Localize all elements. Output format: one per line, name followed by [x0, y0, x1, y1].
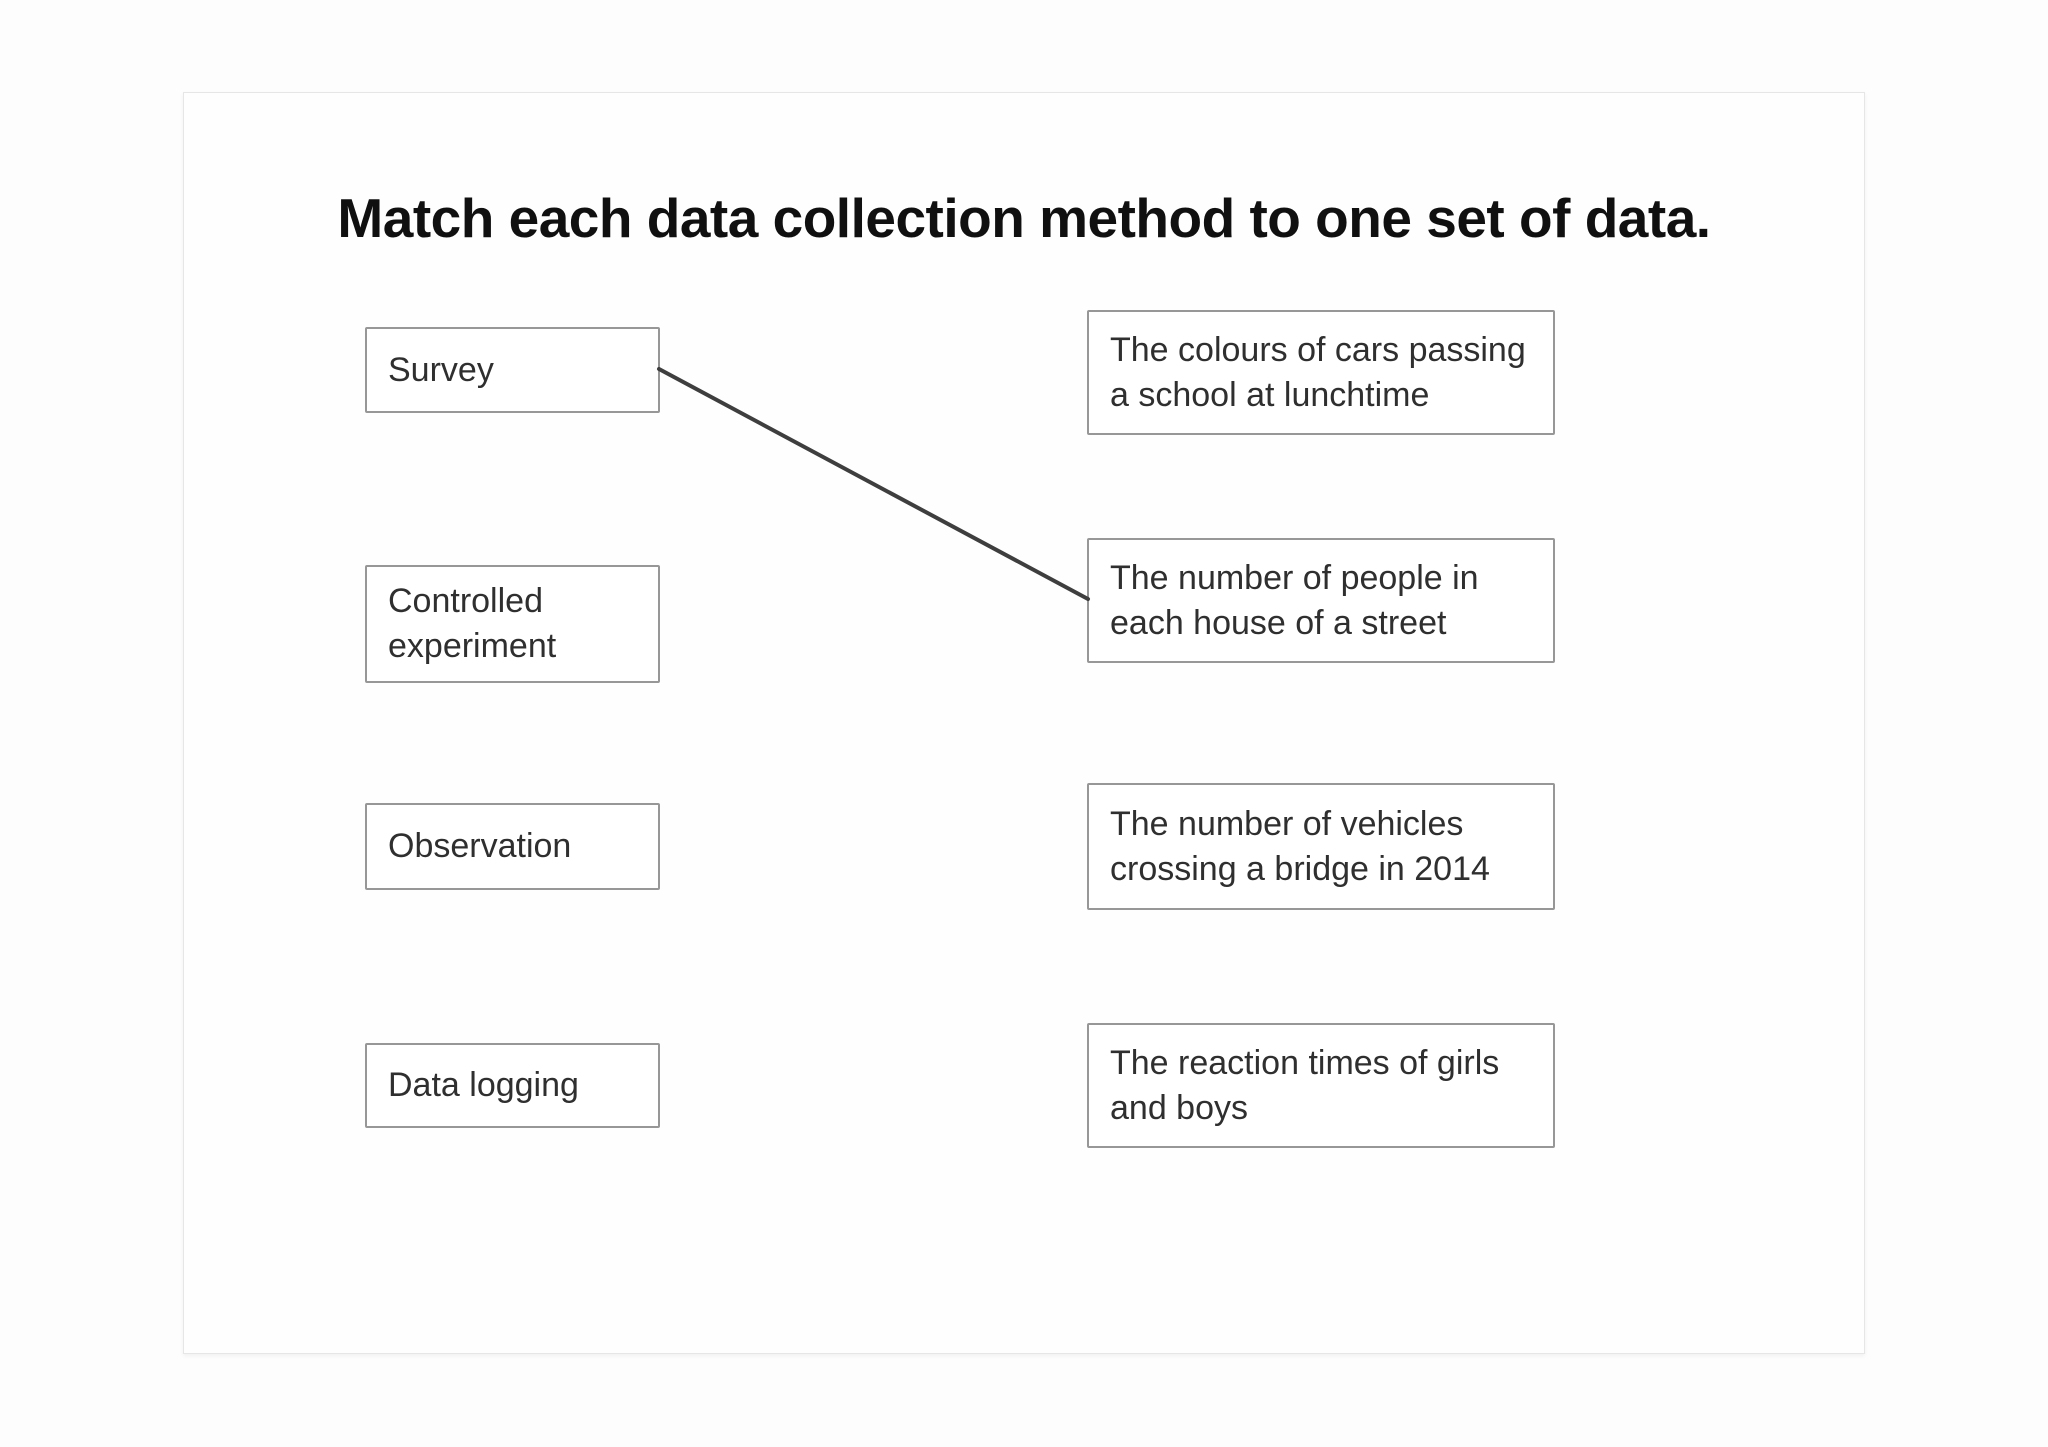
method-box-data-logging-label: Data logging — [388, 1066, 579, 1104]
dataset-box-reaction-times[interactable]: The reaction times of girls and boys — [1087, 1023, 1555, 1148]
method-box-controlled-experiment-label: Controlled experiment — [388, 582, 557, 665]
dataset-box-people-per-house[interactable]: The number of people in each house of a … — [1087, 538, 1555, 663]
method-box-controlled-experiment[interactable]: Controlled experiment — [365, 565, 660, 683]
connection-line-survey-to-people-per-house[interactable] — [657, 367, 1090, 601]
dataset-box-reaction-times-label: The reaction times of girls and boys — [1110, 1043, 1500, 1127]
dataset-box-people-per-house-label: The number of people in each house of a … — [1110, 558, 1479, 642]
method-box-survey-label: Survey — [388, 350, 494, 389]
dataset-box-vehicles-bridge[interactable]: The number of vehicles crossing a bridge… — [1087, 783, 1555, 910]
matching-panel — [183, 92, 1865, 1354]
method-box-observation-label: Observation — [388, 827, 572, 865]
dataset-box-vehicles-bridge-label: The number of vehicles crossing a bridge… — [1110, 804, 1490, 888]
method-box-survey[interactable]: Survey — [365, 327, 660, 413]
dataset-box-cars-colours[interactable]: The colours of cars passing a school at … — [1087, 310, 1555, 435]
dataset-box-cars-colours-label: The colours of cars passing a school at … — [1110, 330, 1526, 414]
question-title: Match each data collection method to one… — [337, 187, 1711, 249]
method-box-observation[interactable]: Observation — [365, 803, 660, 890]
method-box-data-logging[interactable]: Data logging — [365, 1043, 660, 1128]
